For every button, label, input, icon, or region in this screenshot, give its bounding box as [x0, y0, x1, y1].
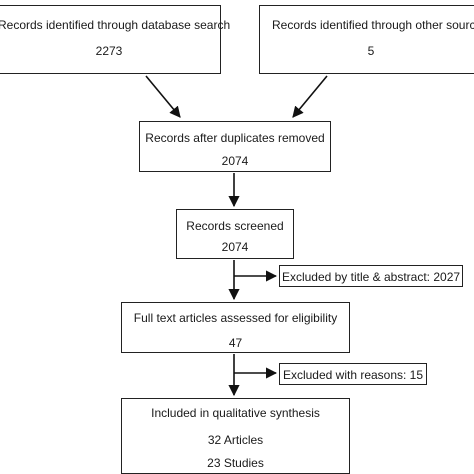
- records-screened-box: Records screened 2074: [176, 209, 294, 259]
- full-text-box: Full text articles assessed for eligibil…: [121, 302, 350, 353]
- included-studies: 23 Studies: [207, 456, 264, 470]
- excluded-title-box: Excluded by title & abstract: 2027: [279, 265, 463, 287]
- duplicates-removed-label: Records after duplicates removed: [145, 131, 325, 145]
- excluded-title-label: Excluded by title & abstract: 2027: [281, 270, 461, 284]
- other-sources-label: Records identified through other sources: [272, 18, 474, 32]
- records-screened-label: Records screened: [186, 219, 284, 233]
- included-box: Included in qualitative synthesis 32 Art…: [121, 398, 350, 474]
- arrow-database-to-duplicates: [145, 75, 181, 118]
- full-text-count: 47: [228, 336, 243, 350]
- arrow-other-to-duplicates: [292, 75, 328, 118]
- included-label: Included in qualitative synthesis: [151, 406, 320, 420]
- excluded-reasons-label: Excluded with reasons: 15: [282, 368, 424, 382]
- included-articles: 32 Articles: [207, 433, 264, 447]
- duplicates-removed-count: 2074: [221, 154, 249, 168]
- duplicates-removed-box: Records after duplicates removed 2074: [139, 121, 331, 172]
- full-text-label: Full text articles assessed for eligibil…: [133, 311, 338, 325]
- database-search-label: Records identified through database sear…: [0, 18, 231, 32]
- other-sources-count: 5: [367, 44, 375, 58]
- database-search-box: Records identified through database sear…: [0, 5, 231, 74]
- database-search-count: 2273: [95, 44, 123, 58]
- excluded-reasons-box: Excluded with reasons: 15: [279, 363, 427, 385]
- records-screened-count: 2074: [221, 240, 249, 254]
- other-sources-box: Records identified through other sources…: [259, 5, 474, 74]
